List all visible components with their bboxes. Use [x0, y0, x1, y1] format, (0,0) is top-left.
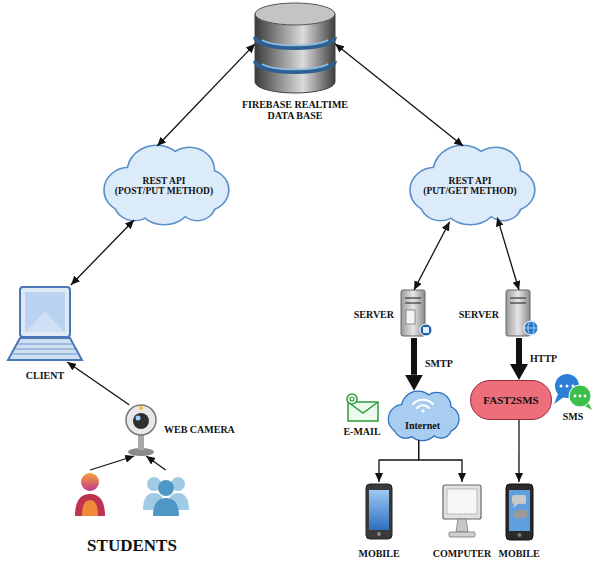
connector-arrow — [157, 44, 255, 146]
node-label: SERVER — [354, 309, 394, 320]
protocol-arrow — [516, 338, 522, 364]
api-cloud — [105, 146, 228, 224]
connector-arrow — [146, 456, 166, 470]
connector-arrow — [67, 362, 129, 405]
mobile-node: MOBILE — [364, 482, 394, 542]
internet-cloud — [389, 392, 458, 440]
node-label: REST API — [143, 176, 186, 186]
node-label: Internet — [405, 420, 440, 431]
mobile-node: MOBILE — [504, 482, 534, 542]
mobile-icon — [506, 484, 533, 540]
server-node: SERVER — [398, 290, 430, 338]
wifi-symbol — [413, 400, 433, 413]
connector-arrow — [419, 440, 462, 482]
students-node: STUDENTS — [74, 470, 190, 517]
sms-gateway-box: FAST2SMS — [470, 380, 552, 420]
connector-arrow — [518, 420, 519, 482]
internet-node: Internet — [384, 388, 461, 441]
connector-arrow — [497, 217, 519, 290]
computer-icon — [443, 485, 481, 537]
api-cloud-node: REST API(PUT/GET METHOD) — [402, 140, 538, 226]
node-label: FAST2SMS — [483, 394, 538, 406]
node-label: MOBILE — [498, 548, 539, 559]
sms-bubbles — [554, 374, 592, 410]
mobile-icon — [366, 484, 392, 539]
node-label: MOBILE — [358, 548, 399, 559]
server-icon — [506, 290, 538, 336]
email-icon — [347, 394, 378, 421]
webcam-icon — [126, 405, 156, 456]
laptop-icon — [8, 287, 82, 360]
database-cylinder — [255, 3, 335, 93]
connector-arrow — [414, 222, 450, 290]
node-label: REST API — [449, 176, 492, 186]
api-cloud — [411, 146, 534, 224]
database-node: FIREBASE REALTIME DATA BASE — [255, 2, 335, 95]
node-label: (POST/PUT METHOD) — [115, 186, 213, 196]
node-label: SERVER — [459, 309, 499, 320]
node-label: STUDENTS — [87, 537, 177, 556]
node-label: E-MAIL — [343, 426, 380, 437]
node-label: COMPUTER — [433, 548, 491, 559]
student-icon — [75, 473, 105, 516]
email-node: E-MAIL — [344, 394, 380, 422]
connector-arrow — [71, 220, 134, 285]
computer-node: COMPUTER — [440, 482, 484, 542]
api-cloud-node: REST API(POST/PUT METHOD) — [96, 140, 232, 226]
node-label: CLIENT — [26, 370, 64, 381]
webcam-node: WEB CAMERA — [124, 402, 158, 456]
edge-label: SMTP — [423, 358, 455, 369]
client-node: CLIENT — [8, 285, 82, 362]
node-label: SMS — [563, 411, 584, 422]
node-label: WEB CAMERA — [164, 424, 235, 435]
protocol-arrow — [411, 338, 417, 375]
connector-arrow — [90, 456, 134, 470]
node-label: FIREBASE REALTIME DATA BASE — [236, 99, 354, 121]
connector-arrow — [335, 44, 463, 146]
edge-label: HTTP — [528, 353, 559, 364]
server-node: SERVER — [503, 290, 535, 338]
server-icon — [401, 290, 432, 336]
node-label: (PUT/GET METHOD) — [423, 186, 517, 196]
sms-node: SMS — [553, 370, 593, 408]
students-group-icon — [143, 477, 189, 516]
connector-arrow — [379, 440, 419, 482]
